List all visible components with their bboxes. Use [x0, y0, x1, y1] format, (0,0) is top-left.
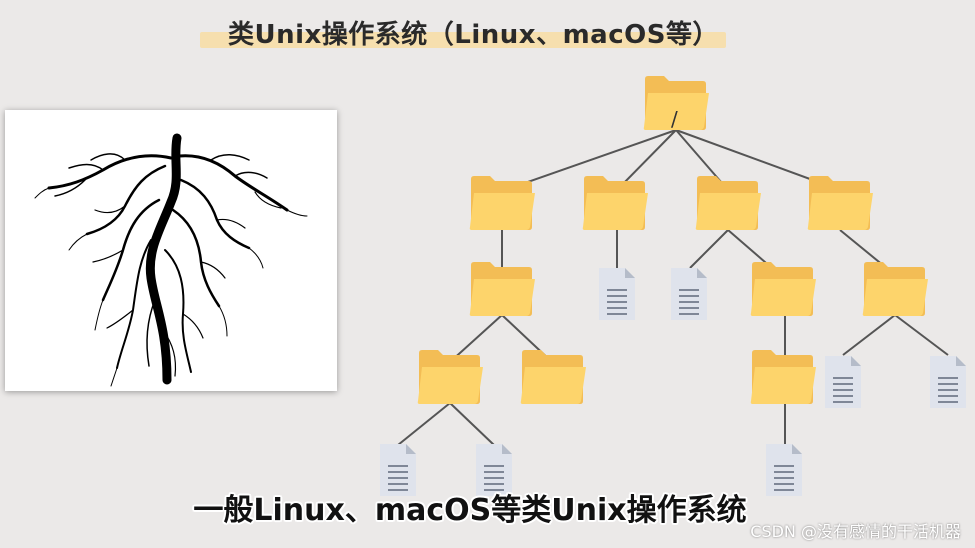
page-title: 类Unix操作系统（Linux、macOS等） [228, 20, 719, 50]
file-icon [670, 267, 708, 321]
folder-icon [469, 262, 535, 316]
file-icon [598, 267, 636, 321]
folder-icon [520, 350, 586, 404]
watermark: CSDN @没有感情的干活机器 [750, 522, 961, 541]
folder-icon [582, 176, 648, 230]
roots-illustration [34, 133, 308, 387]
tree-roots-image [5, 110, 337, 391]
file-icon [929, 355, 967, 409]
folder-icon [469, 176, 535, 230]
folder-icon [750, 262, 816, 316]
folder-icon [862, 262, 928, 316]
folder-icon [417, 350, 483, 404]
connector-lines [397, 129, 949, 446]
root-directory-label: / [671, 107, 678, 131]
video-subtitle: 一般Linux、macOS等类Unix操作系统 [193, 493, 747, 528]
file-icon [824, 355, 862, 409]
title-area: 类Unix操作系统（Linux、macOS等） [200, 12, 726, 50]
title-highlight [200, 32, 726, 48]
folder-icon [695, 176, 761, 230]
folder-icon [750, 350, 816, 404]
folder-icon [807, 176, 873, 230]
